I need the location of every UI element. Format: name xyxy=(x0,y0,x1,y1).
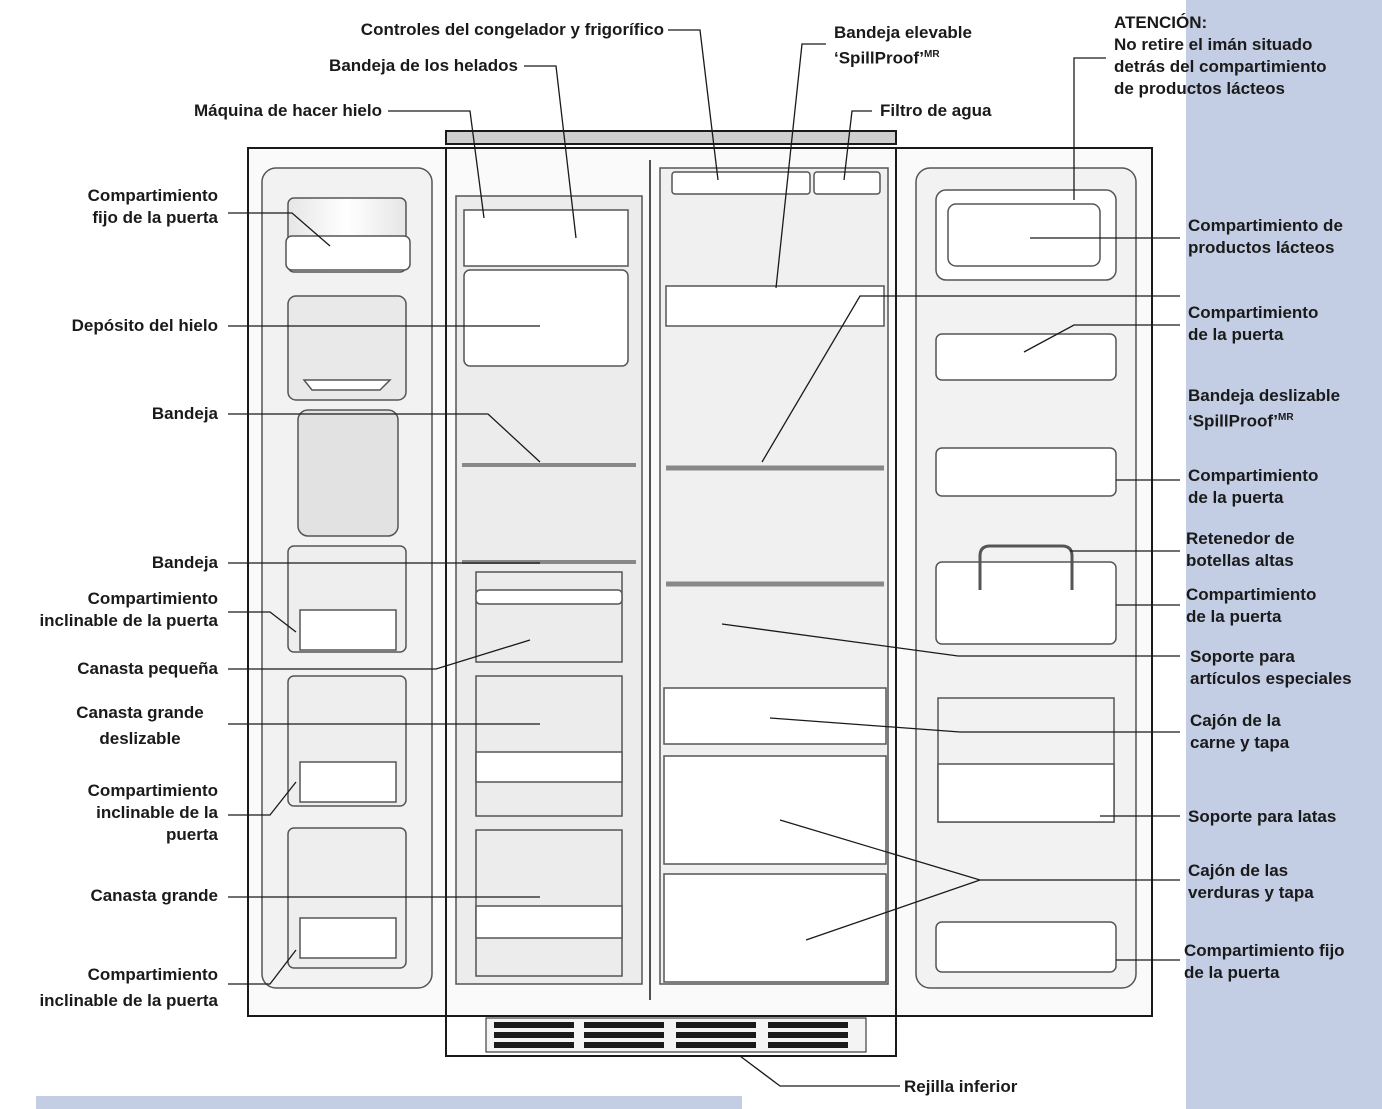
label-maquina-hielo: Máquina de hacer hielo xyxy=(194,101,382,120)
bottom-bar xyxy=(36,1096,742,1109)
label-atencion: ATENCIÓN: No retire el imán situado detr… xyxy=(1114,13,1327,98)
label-comp-fijo-left: Compartimiento fijo de la puerta xyxy=(87,186,218,227)
bandeja-deslizable-text: Bandeja deslizable ‘SpillProof’ xyxy=(1188,386,1341,431)
label-bandeja-deslizable: Bandeja deslizable ‘SpillProof’MR xyxy=(1188,385,1340,433)
label-comp-puerta-1: Compartimiento de la puerta xyxy=(1188,303,1319,344)
label-canasta-grande: Canasta grande xyxy=(90,886,218,905)
label-soporte-latas: Soporte para latas xyxy=(1188,807,1337,826)
label-rejilla: Rejilla inferior xyxy=(904,1077,1018,1096)
fridge-door xyxy=(915,167,1137,989)
label-deposito-hielo: Depósito del hielo xyxy=(71,316,218,335)
label-soporte-especiales: Soporte para artículos especiales xyxy=(1190,647,1352,688)
label-comp-puerta-2: Compartimiento de la puerta xyxy=(1188,466,1319,507)
label-canasta-grande-desl: Canasta grande deslizable xyxy=(76,703,204,748)
label-bandeja-elevable: Bandeja elevable ‘SpillProof’MR xyxy=(834,22,972,70)
label-bandeja-2: Bandeja xyxy=(151,553,218,572)
label-cajon-verduras: Cajón de las verduras y tapa xyxy=(1188,861,1314,902)
label-canasta-pequena: Canasta pequeña xyxy=(77,659,218,678)
label-comp-fijo-right: Compartimiento fijo de la puerta xyxy=(1184,941,1345,982)
label-filtro-agua: Filtro de agua xyxy=(880,101,992,120)
bandeja-deslizable-sup: MR xyxy=(1278,412,1294,423)
label-controles: Controles del congelador y frigorífico xyxy=(360,20,664,39)
label-bandeja-1: Bandeja xyxy=(151,404,218,423)
label-comp-lacteos: Compartimiento de productos lácteos xyxy=(1188,216,1343,257)
leader-lines xyxy=(228,29,1180,1087)
label-comp-puerta-3: Compartimiento de la puerta xyxy=(1186,585,1317,626)
bandeja-elevable-text: Bandeja elevable ‘SpillProof’ xyxy=(834,23,972,68)
label-retenedor: Retenedor de botellas altas xyxy=(1186,529,1295,570)
label-comp-incl-3: Compartimiento inclinable de la puerta xyxy=(39,965,218,1010)
bottom-grille xyxy=(494,1022,848,1048)
label-cajon-carne: Cajón de la carne y tapa xyxy=(1190,711,1290,752)
label-comp-incl-2: Compartimiento inclinable de la puerta xyxy=(87,781,218,844)
label-comp-incl-1: Compartimiento inclinable de la puerta xyxy=(39,589,218,630)
freezer-interior xyxy=(455,195,643,985)
freezer-door xyxy=(261,167,433,989)
side-panel xyxy=(1186,0,1382,1109)
bandeja-elevable-sup: MR xyxy=(924,49,940,60)
fridge-interior xyxy=(659,167,889,985)
label-bandeja-helados: Bandeja de los helados xyxy=(329,56,518,75)
